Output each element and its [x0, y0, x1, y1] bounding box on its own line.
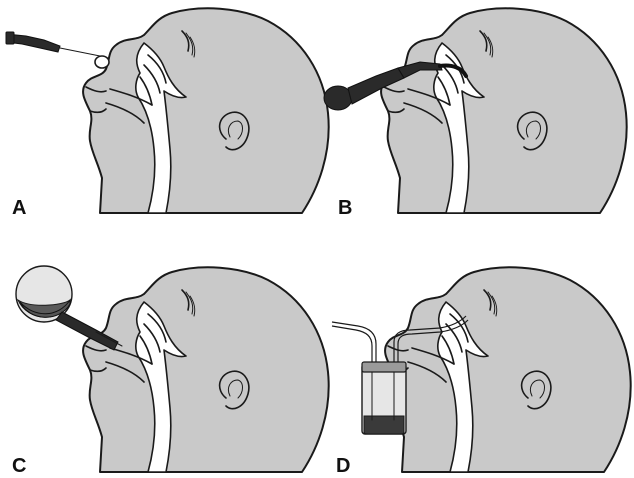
irrigation-flask-icon	[16, 266, 122, 350]
panel-label-c: C	[12, 455, 26, 477]
panel-c: C	[12, 266, 329, 477]
panel-label-d: D	[336, 455, 350, 477]
panel-label-b: B	[338, 197, 352, 219]
panel-label-a: A	[12, 197, 26, 219]
panel-b: B	[324, 8, 627, 219]
panel-a: A	[6, 8, 329, 219]
panel-d: D	[332, 267, 631, 477]
syringe-dropper-icon	[6, 32, 109, 68]
